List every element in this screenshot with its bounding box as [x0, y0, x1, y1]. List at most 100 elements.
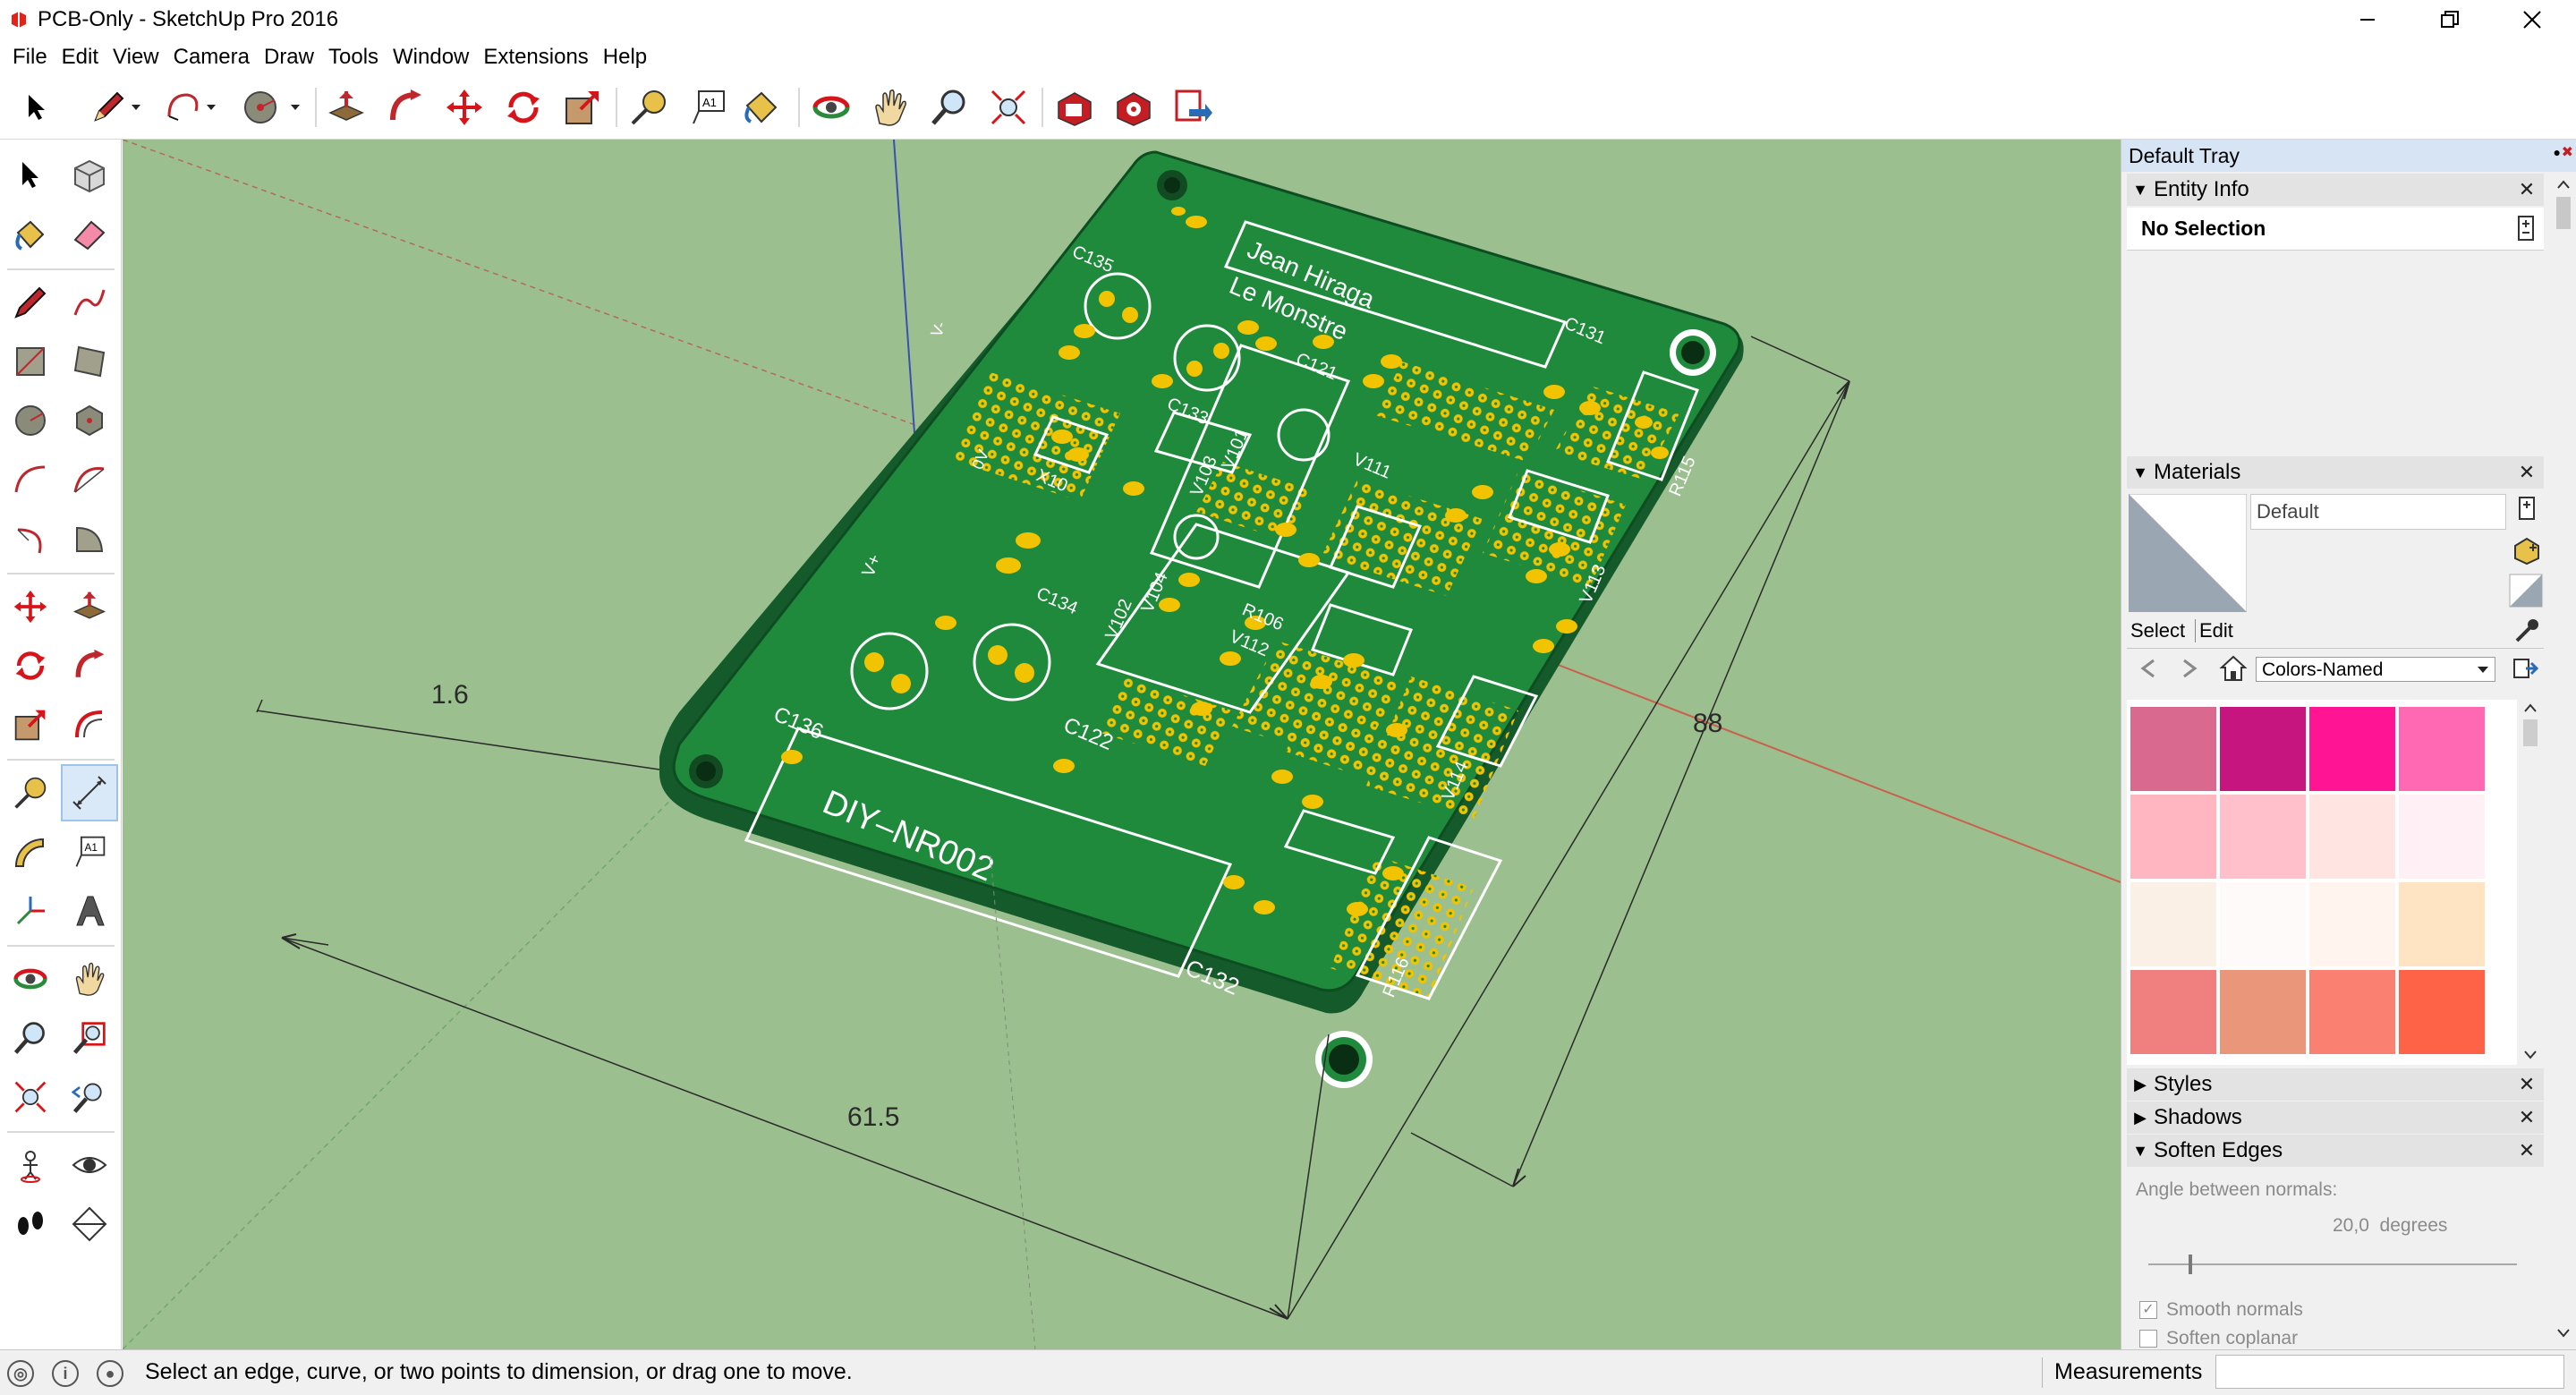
close-icon[interactable]: ✕ — [2518, 1139, 2536, 1161]
pan-tool[interactable] — [63, 952, 116, 1006]
select-tool-button[interactable] — [11, 82, 63, 132]
menu-extensions[interactable]: Extensions — [483, 45, 589, 69]
entity-details-icon[interactable] — [2515, 215, 2537, 242]
two-point-arc-tool[interactable] — [63, 453, 116, 506]
walk-tool[interactable] — [4, 1197, 57, 1251]
geo-location-icon[interactable]: ◎ — [7, 1360, 34, 1387]
material-swatch[interactable] — [2309, 795, 2395, 879]
width-dimension-label[interactable]: 61.5 — [847, 1102, 900, 1132]
measurements-input[interactable] — [2215, 1355, 2564, 1389]
paint-bucket-tool[interactable] — [4, 208, 57, 261]
pcb-board[interactable]: Jean Hiraga Le Monstre DIY–NR002 C135 C1… — [659, 150, 1744, 1088]
look-around-tool[interactable] — [63, 1138, 116, 1192]
text-tool-button[interactable]: A1 — [682, 82, 734, 132]
material-swatch[interactable] — [2309, 707, 2395, 791]
material-swatch[interactable] — [2399, 882, 2485, 966]
home-icon[interactable] — [2218, 653, 2249, 684]
zoom-extents-tool-button[interactable] — [982, 82, 1034, 132]
user-account-icon[interactable]: ● — [97, 1360, 123, 1387]
previous-view-tool[interactable] — [63, 1070, 116, 1124]
rotate-tool[interactable] — [4, 639, 57, 693]
create-material-icon[interactable] — [2512, 535, 2542, 566]
orbit-tool-button[interactable] — [805, 82, 857, 132]
zoom-window-tool[interactable] — [63, 1011, 116, 1065]
pin-icon[interactable]: ● — [2553, 145, 2561, 159]
material-swatch[interactable] — [2220, 707, 2306, 791]
pencil-tool-button[interactable] — [82, 82, 134, 132]
material-swatch[interactable] — [2309, 882, 2395, 966]
swatch-scrollbar[interactable] — [2517, 700, 2544, 1065]
close-icon[interactable]: ✕ — [2518, 1106, 2536, 1128]
menu-view[interactable]: View — [113, 45, 159, 69]
circle-dropdown-button[interactable] — [285, 82, 306, 132]
soften-edges-header[interactable]: ▼ Soften Edges ✕ — [2127, 1135, 2544, 1167]
restore-button[interactable] — [2409, 0, 2491, 39]
material-library-select[interactable]: Colors-Named — [2256, 657, 2495, 682]
make-component-tool[interactable] — [63, 149, 116, 202]
polygon-tool[interactable] — [63, 394, 116, 447]
forward-arrow-icon[interactable] — [2177, 655, 2204, 682]
arc-tool[interactable] — [4, 453, 57, 506]
tray-scrollbar[interactable] — [2551, 172, 2576, 1349]
eraser-tool[interactable] — [63, 208, 116, 261]
arc-dropdown-button[interactable] — [200, 82, 222, 132]
menu-window[interactable]: Window — [393, 45, 470, 69]
close-icon[interactable]: ✕ — [2518, 1073, 2536, 1095]
entity-info-header[interactable]: ▼ Entity Info ✕ — [2127, 174, 2544, 206]
default-material-icon[interactable] — [2508, 573, 2544, 608]
materials-header[interactable]: ▼ Materials ✕ — [2127, 456, 2544, 489]
circle-tool-button[interactable] — [234, 82, 286, 132]
rotate-tool-button[interactable] — [497, 82, 549, 132]
material-swatch[interactable] — [2220, 795, 2306, 879]
axes-tool[interactable] — [4, 884, 57, 938]
material-swatch[interactable] — [2130, 882, 2216, 966]
offset-tool[interactable] — [63, 698, 116, 752]
material-swatch[interactable] — [2399, 707, 2485, 791]
shadows-header[interactable]: ▶ Shadows ✕ — [2127, 1102, 2544, 1134]
styles-header[interactable]: ▶ Styles ✕ — [2127, 1068, 2544, 1101]
close-icon[interactable]: ✕ — [2518, 461, 2536, 483]
angle-slider-track[interactable] — [2148, 1263, 2517, 1265]
section-plane-tool[interactable] — [63, 1197, 116, 1251]
arc-tool-button[interactable] — [157, 82, 209, 132]
tape-measure-tool-button[interactable] — [623, 82, 675, 132]
follow-me-tool[interactable] — [63, 639, 116, 693]
material-swatch[interactable] — [2309, 970, 2395, 1054]
tape-measure-tool[interactable] — [4, 766, 57, 820]
material-swatch[interactable] — [2130, 795, 2216, 879]
pan-tool-button[interactable] — [864, 82, 916, 132]
menu-draw[interactable]: Draw — [263, 45, 314, 69]
material-swatch[interactable] — [2399, 795, 2485, 879]
three-point-arc-tool[interactable] — [4, 512, 57, 566]
scale-tool-button[interactable] — [557, 82, 608, 132]
menu-tools[interactable]: Tools — [328, 45, 379, 69]
material-swatch[interactable] — [2220, 882, 2306, 966]
menu-help[interactable]: Help — [602, 45, 648, 69]
orbit-tool[interactable] — [4, 952, 57, 1006]
material-swatch[interactable] — [2130, 707, 2216, 791]
model-viewport[interactable]: Jean Hiraga Le Monstre DIY–NR002 C135 C1… — [123, 140, 2121, 1349]
sample-paint-eyedropper-icon[interactable] — [2512, 616, 2540, 644]
freehand-tool[interactable] — [63, 276, 116, 329]
move-tool[interactable] — [4, 580, 57, 634]
follow-me-tool-button[interactable] — [379, 82, 431, 132]
material-name-field[interactable]: Default — [2250, 494, 2506, 530]
zoom-tool[interactable] — [4, 1011, 57, 1065]
extension-warehouse-button[interactable] — [1108, 82, 1160, 132]
line-dropdown-button[interactable] — [125, 82, 147, 132]
select-tab[interactable]: Select — [2130, 619, 2186, 642]
close-icon[interactable]: ✖ — [2561, 145, 2573, 160]
send-to-layout-button[interactable] — [1167, 82, 1219, 132]
select-tool[interactable] — [4, 149, 57, 202]
text-tool[interactable]: A1 — [63, 825, 116, 879]
3d-warehouse-button[interactable] — [1049, 82, 1101, 132]
move-tool-button[interactable] — [438, 82, 490, 132]
rotated-rectangle-tool[interactable] — [63, 335, 116, 388]
menu-edit[interactable]: Edit — [61, 45, 99, 69]
material-swatch[interactable] — [2399, 970, 2485, 1054]
push-pull-tool-button[interactable] — [320, 82, 372, 132]
length-dimension-label[interactable]: 88 — [1693, 709, 1723, 738]
line-tool[interactable] — [4, 276, 57, 329]
details-arrow-icon[interactable] — [2512, 655, 2538, 682]
push-pull-tool[interactable] — [63, 580, 116, 634]
